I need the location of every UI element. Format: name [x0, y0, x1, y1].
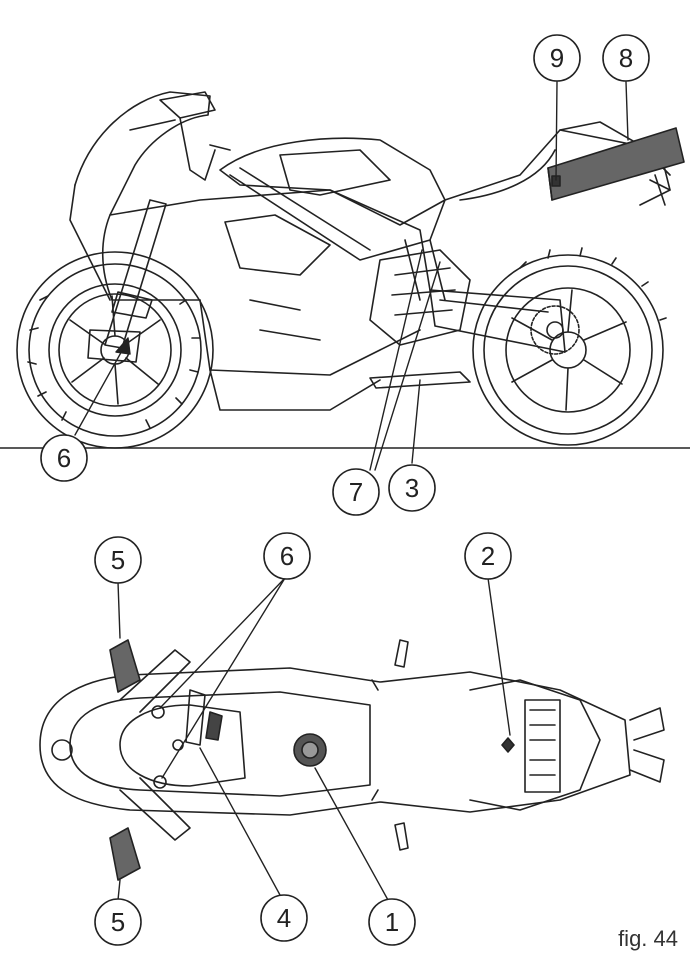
callout-4: 4 — [260, 894, 308, 942]
leader-lines-side — [74, 81, 629, 471]
tank-frame — [219, 137, 446, 301]
callout-1: 1 — [368, 898, 416, 946]
swingarm — [429, 289, 566, 353]
top-fairing — [39, 667, 631, 816]
callout-3: 3 — [388, 464, 436, 512]
handlebars — [129, 91, 231, 181]
callout-9: 9 — [533, 34, 581, 82]
svg-text:6: 6 — [57, 443, 71, 473]
mirror-top — [109, 639, 141, 693]
front-wheel — [16, 251, 214, 449]
callout-6-top: 6 — [263, 532, 311, 580]
svg-text:5: 5 — [111, 907, 125, 937]
svg-text:3: 3 — [405, 473, 419, 503]
callout-8: 8 — [602, 34, 650, 82]
svg-text:6: 6 — [280, 541, 294, 571]
callout-6-side: 6 — [40, 434, 88, 482]
motorcycle-top-view — [39, 577, 665, 901]
svg-text:9: 9 — [550, 43, 564, 73]
mirror-bottom — [109, 827, 141, 881]
footpeg — [369, 371, 471, 389]
callout-5-bottom: 5 — [94, 898, 142, 946]
leader-lines-top — [117, 577, 511, 901]
svg-text:8: 8 — [619, 43, 633, 73]
svg-text:7: 7 — [349, 477, 363, 507]
svg-text:2: 2 — [481, 541, 495, 571]
fairing — [69, 91, 431, 411]
svg-text:4: 4 — [277, 903, 291, 933]
svg-text:5: 5 — [111, 545, 125, 575]
svg-text:1: 1 — [385, 907, 399, 937]
figure-label: fig. 44 — [618, 926, 678, 951]
rear-wheel — [472, 247, 667, 446]
exhaust-silencer — [547, 127, 685, 201]
rear-sprocket — [530, 305, 580, 355]
callout-2: 2 — [464, 532, 512, 580]
motorcycle-side-view — [0, 81, 690, 471]
callout-5-top: 5 — [94, 536, 142, 584]
callout-7: 7 — [332, 468, 380, 516]
front-fork — [87, 199, 167, 363]
